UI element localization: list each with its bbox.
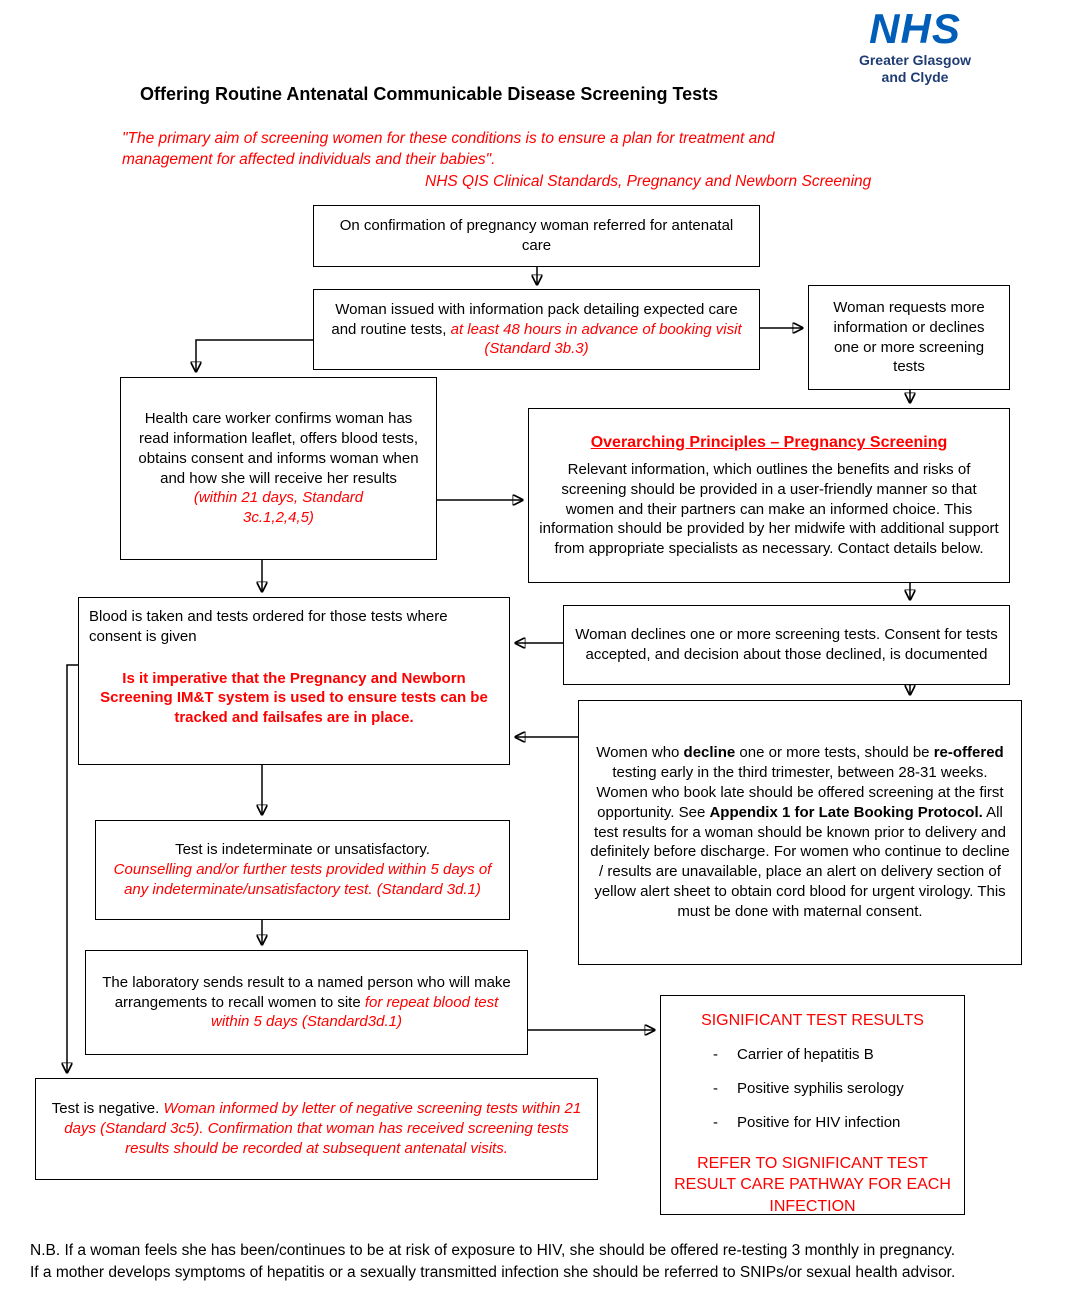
footnote: N.B. If a woman feels she has been/conti… <box>30 1240 1060 1283</box>
segment-plain: All test results for a woman should be k… <box>590 803 1010 920</box>
box-text: On confirmation of pregnancy woman refer… <box>339 217 734 254</box>
nhs-logo: NHS Greater Glasgow and Clyde <box>850 8 980 86</box>
segment-bold-appendix: Appendix 1 for Late Booking Protocol. <box>709 803 983 821</box>
quote-line2: management for affected individuals and … <box>122 151 496 169</box>
box-indeterminate-test: Test is indeterminate or unsatisfactory.… <box>95 820 510 920</box>
significant-result-item: - Positive syphilis serology <box>713 1079 954 1099</box>
box-text-red: Counselling and/or further tests provide… <box>113 861 492 898</box>
box-text-red: (within 21 days, Standard 3c.1,2,4,5) <box>193 489 364 527</box>
connector-infopack-to-healthworker <box>196 339 313 371</box>
segment-plain: one or more tests, should be <box>735 744 934 762</box>
overarching-title: Overarching Principles – Pregnancy Scree… <box>590 433 948 451</box>
segment-bold-reoffered: re-offered <box>933 744 1004 762</box>
nhs-logo-text: NHS <box>869 5 961 52</box>
footnote-line2: If a mother develops symptoms of hepatit… <box>30 1263 956 1281</box>
box-text-black: Blood is taken and tests ordered for tho… <box>89 608 448 645</box>
box-text-red: Is it imperative that the Pregnancy and … <box>100 669 488 727</box>
box-confirmation-of-pregnancy: On confirmation of pregnancy woman refer… <box>313 205 760 267</box>
segment-bold-decline: decline <box>683 744 736 762</box>
box-text-red: Woman informed by letter of negative scr… <box>64 1100 582 1157</box>
box-text: Woman issued with information pack detai… <box>324 300 749 359</box>
box-blood-taken: Blood is taken and tests ordered for tho… <box>78 597 510 765</box>
footnote-line1: N.B. If a woman feels she has been/conti… <box>30 1242 956 1259</box>
box-health-care-worker: Health care worker confirms woman has re… <box>120 377 437 560</box>
bullet-dash: - <box>713 1113 718 1131</box>
box-text: Woman requests more information or decli… <box>833 298 985 376</box>
box-declines-documented: Woman declines one or more screening tes… <box>563 605 1010 685</box>
box-text: Women who decline one or more tests, sho… <box>589 743 1011 921</box>
page-title: Offering Routine Antenatal Communicable … <box>140 84 719 104</box>
box-significant-test-results: SIGNIFICANT TEST RESULTS - Carrier of hep… <box>660 995 965 1215</box>
box-laboratory-recall: The laboratory sends result to a named p… <box>85 950 528 1055</box>
nhs-org-name: Greater Glasgow and Clyde <box>850 52 980 86</box>
segment-plain: Women who <box>596 744 684 762</box>
box-woman-requests-info: Woman requests more information or decli… <box>808 285 1010 390</box>
box-text-black: Woman issued with information pack detai… <box>331 300 738 338</box>
significant-title: SIGNIFICANT TEST RESULTS <box>701 1012 924 1029</box>
significant-result-item: - Carrier of hepatitis B <box>713 1045 954 1065</box>
significant-result-item: - Positive for HIV infection <box>713 1113 954 1133</box>
nhs-org-line2: and Clyde <box>881 68 949 85</box>
result-label: Carrier of hepatitis B <box>737 1046 874 1064</box>
box-text: Health care worker confirms woman has re… <box>131 409 426 528</box>
box-text-black: Test is negative. <box>51 1100 164 1118</box>
box-text-red: for repeat blood test within 5 days (Sta… <box>211 993 499 1031</box>
bullet-dash: - <box>713 1046 718 1064</box>
box-decline-reoffer: Women who decline one or more tests, sho… <box>578 700 1022 965</box>
box-information-pack: Woman issued with information pack detai… <box>313 289 760 370</box>
box-text: Test is negative. Woman informed by lett… <box>46 1099 587 1158</box>
box-text-black: Test is indeterminate or unsatisfactory. <box>175 841 430 859</box>
box-text-black: The laboratory sends result to a named p… <box>102 973 511 1011</box>
significant-footer: REFER TO SIGNIFICANT TEST RESULT CARE PA… <box>674 1154 951 1215</box>
box-text-red: at least 48 hours in advance of booking … <box>450 320 742 358</box>
quote-attribution: NHS QIS Clinical Standards, Pregnancy an… <box>425 172 872 190</box>
box-text: Woman declines one or more screening tes… <box>575 626 998 663</box>
box-text-black: Health care worker confirms woman has re… <box>138 410 419 487</box>
segment-plain: testing early in the third trimester, be… <box>596 764 1004 821</box>
box-text: The laboratory sends result to a named p… <box>96 973 517 1032</box>
significant-results-list: - Carrier of hepatitis B - Positive syphil… <box>671 1045 954 1146</box>
bullet-dash: - <box>713 1079 718 1097</box>
nhs-org-line1: Greater Glasgow <box>858 52 972 68</box>
overarching-body: Relevant information, which outlines the… <box>539 461 999 558</box>
quote-line1: "The primary aim of screening women for … <box>122 130 775 147</box>
box-overarching-principles: Overarching Principles – Pregnancy Scree… <box>528 408 1010 583</box>
screening-quote: "The primary aim of screening women for … <box>122 128 1002 192</box>
box-test-negative: Test is negative. Woman informed by lett… <box>35 1078 598 1180</box>
result-label: Positive syphilis serology <box>737 1079 904 1097</box>
connector-blood-to-negative <box>67 664 78 1072</box>
result-label: Positive for HIV infection <box>737 1113 901 1131</box>
